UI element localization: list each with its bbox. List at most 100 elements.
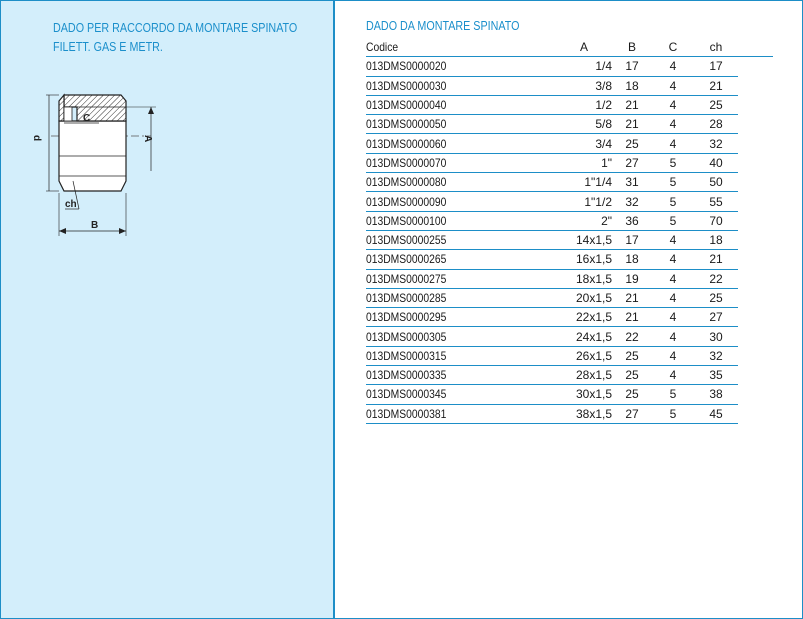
cell-b: 18 bbox=[612, 76, 652, 96]
left-panel-title: DADO PER RACCORDO DA MONTARE SPINATO FIL… bbox=[53, 19, 297, 57]
cell-a: 26x1,5 bbox=[556, 346, 612, 367]
cell-ch: 30 bbox=[694, 326, 738, 347]
cell-b: 21 bbox=[612, 307, 652, 328]
cell-ch: 18 bbox=[694, 230, 738, 251]
right-panel: DADO DA MONTARE SPINATO Codice A B C ch … bbox=[337, 1, 802, 618]
cell-codice: 013DMS0000040 bbox=[366, 95, 556, 116]
drawing-label-c: C bbox=[83, 113, 90, 124]
cell-a: 16x1,5 bbox=[556, 249, 612, 270]
cell-b: 36 bbox=[612, 211, 652, 231]
cell-ch: 32 bbox=[694, 133, 738, 154]
cell-codice: 013DMS0000345 bbox=[366, 384, 556, 405]
cell-c: 5 bbox=[652, 172, 694, 193]
cell-a: 1"1/2 bbox=[556, 191, 612, 212]
cell-b: 17 bbox=[612, 230, 652, 251]
cell-codice: 013DMS0000090 bbox=[366, 191, 556, 212]
cell-codice: 013DMS0000070 bbox=[366, 153, 556, 174]
cell-c: 4 bbox=[652, 133, 694, 154]
cell-ch: 25 bbox=[694, 95, 738, 116]
cell-a: 1" bbox=[556, 153, 612, 174]
cell-ch: 50 bbox=[694, 172, 738, 193]
cell-ch: 22 bbox=[694, 269, 738, 289]
cell-a: 5/8 bbox=[556, 114, 612, 135]
cell-codice: 013DMS0000381 bbox=[366, 404, 556, 424]
cell-c: 4 bbox=[652, 249, 694, 270]
cell-b: 31 bbox=[612, 172, 652, 193]
cell-a: 1/2 bbox=[556, 95, 612, 116]
left-panel: DADO PER RACCORDO DA MONTARE SPINATO FIL… bbox=[1, 1, 335, 618]
cell-a: 20x1,5 bbox=[556, 288, 612, 309]
cell-a: 18x1,5 bbox=[556, 269, 612, 289]
cell-a: 24x1,5 bbox=[556, 326, 612, 347]
cell-c: 4 bbox=[652, 230, 694, 251]
cell-ch: 45 bbox=[694, 404, 738, 424]
cell-c: 4 bbox=[652, 346, 694, 367]
cell-c: 4 bbox=[652, 269, 694, 289]
cell-b: 21 bbox=[612, 95, 652, 116]
left-title-line2: FILETT. GAS E METR. bbox=[53, 40, 163, 54]
cell-ch: 21 bbox=[694, 76, 738, 96]
cell-b: 32 bbox=[612, 191, 652, 212]
cell-b: 25 bbox=[612, 133, 652, 154]
cell-codice: 013DMS0000285 bbox=[366, 288, 556, 309]
cell-codice: 013DMS0000315 bbox=[366, 346, 556, 367]
drawing-label-d: d bbox=[31, 135, 42, 141]
cell-ch: 70 bbox=[694, 211, 738, 231]
left-title-line1: DADO PER RACCORDO DA MONTARE SPINATO bbox=[53, 21, 298, 35]
cell-codice: 013DMS0000080 bbox=[366, 172, 556, 193]
col-header-a: A bbox=[556, 38, 612, 58]
cell-a: 30x1,5 bbox=[556, 384, 612, 405]
cell-codice: 013DMS0000265 bbox=[366, 249, 556, 270]
cell-ch: 25 bbox=[694, 288, 738, 309]
cell-b: 25 bbox=[612, 346, 652, 367]
cell-b: 21 bbox=[612, 288, 652, 309]
cell-codice: 013DMS0000100 bbox=[366, 211, 556, 231]
cell-a: 2" bbox=[556, 211, 612, 231]
cell-a: 28x1,5 bbox=[556, 365, 612, 386]
cell-c: 5 bbox=[652, 384, 694, 405]
cell-b: 27 bbox=[612, 153, 652, 174]
cell-ch: 21 bbox=[694, 249, 738, 270]
table-header-row: Codice A B C ch bbox=[366, 38, 773, 58]
cell-codice: 013DMS0000255 bbox=[366, 230, 556, 251]
cell-b: 21 bbox=[612, 114, 652, 135]
cell-b: 25 bbox=[612, 384, 652, 405]
cell-a: 1"1/4 bbox=[556, 172, 612, 193]
cell-ch: 27 bbox=[694, 307, 738, 328]
cell-a: 14x1,5 bbox=[556, 230, 612, 251]
cell-ch: 35 bbox=[694, 365, 738, 386]
cell-a: 1/4 bbox=[556, 56, 612, 77]
cell-c: 5 bbox=[652, 153, 694, 174]
cell-a: 22x1,5 bbox=[556, 307, 612, 328]
cell-b: 17 bbox=[612, 56, 652, 77]
col-header-c: C bbox=[652, 38, 694, 58]
col-header-ch: ch bbox=[694, 38, 738, 58]
right-panel-title: DADO DA MONTARE SPINATO bbox=[366, 19, 520, 33]
col-header-codice: Codice bbox=[366, 38, 556, 58]
cell-codice: 013DMS0000050 bbox=[366, 114, 556, 135]
cell-codice: 013DMS0000335 bbox=[366, 365, 556, 386]
cell-b: 19 bbox=[612, 269, 652, 289]
cell-c: 4 bbox=[652, 76, 694, 96]
cell-c: 4 bbox=[652, 114, 694, 135]
cell-codice: 013DMS0000295 bbox=[366, 307, 556, 328]
cell-a: 3/8 bbox=[556, 76, 612, 96]
drawing-label-ch: ch bbox=[65, 199, 77, 210]
cell-c: 5 bbox=[652, 211, 694, 231]
